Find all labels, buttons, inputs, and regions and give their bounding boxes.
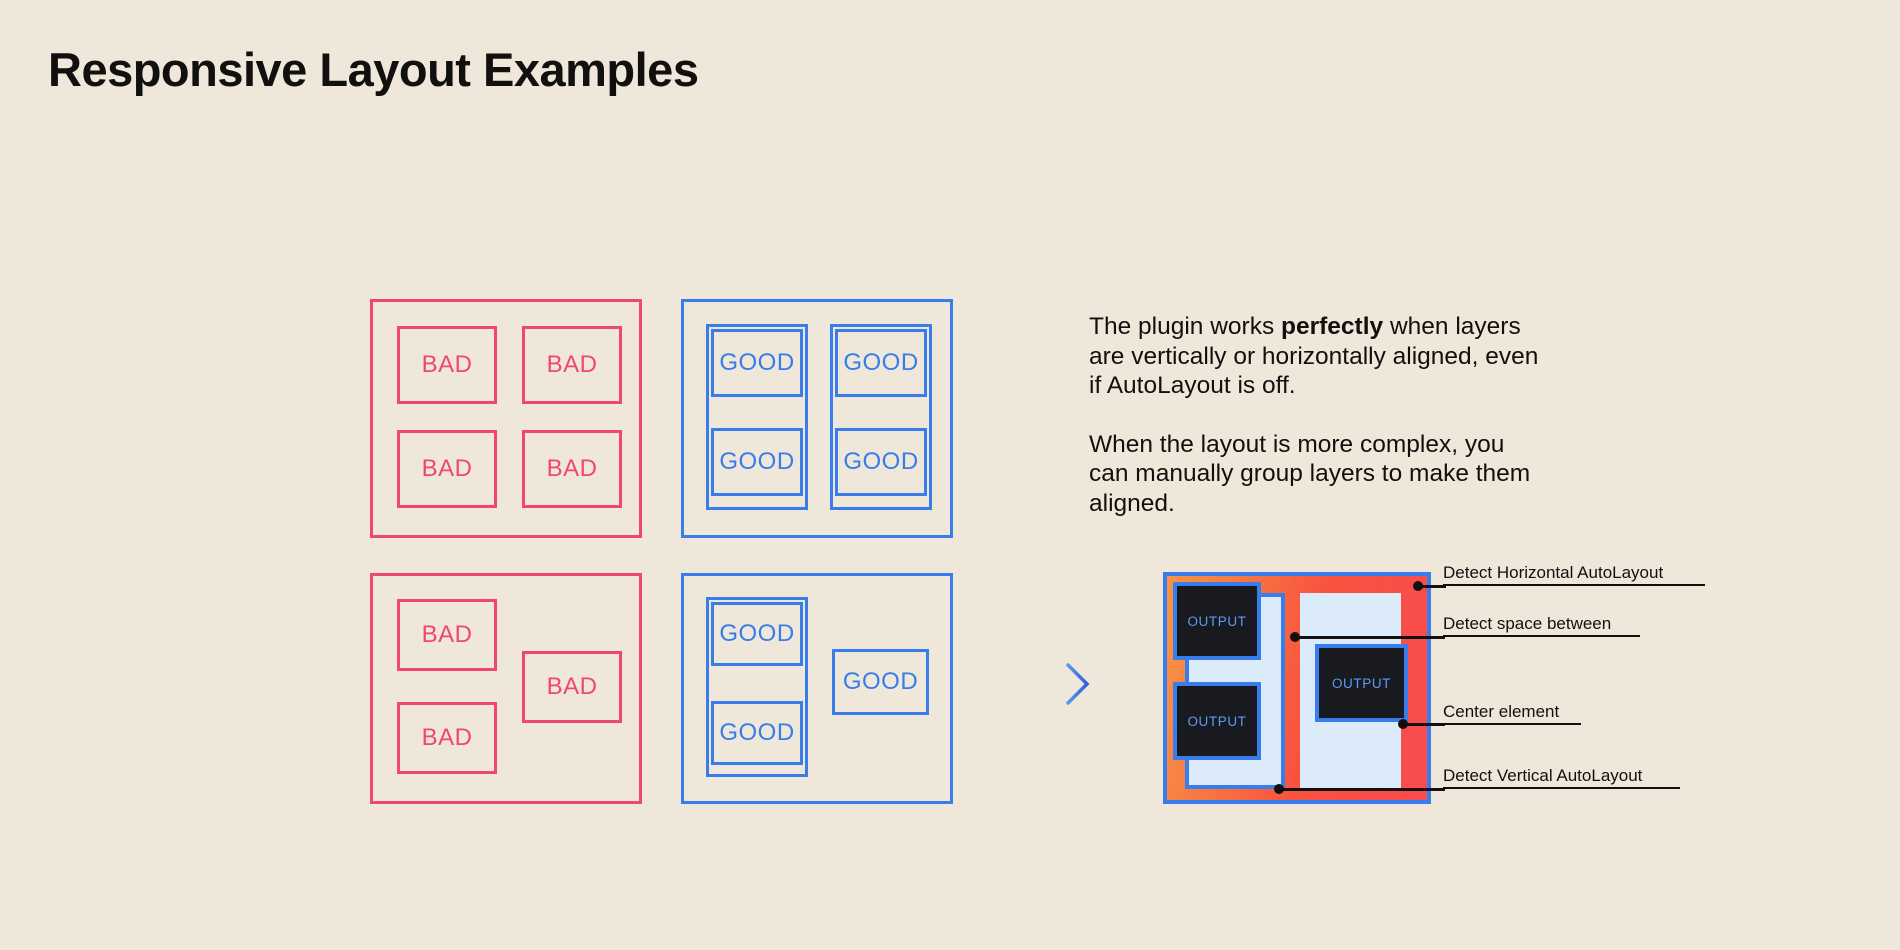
- callout-label: Detect Horizontal AutoLayout: [1443, 563, 1664, 582]
- callout-label: Center element: [1443, 702, 1560, 721]
- output-box: OUTPUT: [1315, 644, 1408, 722]
- example-cell: BAD: [397, 702, 497, 774]
- output-label: OUTPUT: [1187, 713, 1247, 729]
- example-panel-good-grid: GOOD GOOD GOOD GOOD: [681, 299, 953, 538]
- example-cell: GOOD: [711, 701, 803, 765]
- example-cell: BAD: [522, 326, 622, 404]
- cell-label: BAD: [546, 673, 598, 700]
- output-label: OUTPUT: [1187, 613, 1247, 629]
- cell-label: BAD: [546, 351, 598, 378]
- example-panel-good-complex: GOOD GOOD GOOD: [681, 573, 953, 804]
- cell-label: GOOD: [719, 719, 795, 746]
- example-cell: GOOD: [835, 329, 927, 397]
- example-cell: GOOD: [832, 649, 929, 715]
- callout-detect-horizontal-autolayout: Detect Horizontal AutoLayout: [1443, 552, 1705, 586]
- copy-text: when layers are vertically or horizontal…: [1089, 313, 1539, 399]
- output-box: OUTPUT: [1173, 682, 1261, 760]
- callout-leader-line: [1295, 636, 1445, 639]
- cell-label: BAD: [421, 724, 473, 751]
- example-cell: BAD: [397, 326, 497, 404]
- example-panel-bad-grid: BAD BAD BAD BAD: [370, 299, 642, 538]
- callout-detect-space-between: Detect space between: [1443, 603, 1640, 637]
- callout-underline: [1443, 722, 1581, 725]
- description-copy: The plugin works perfectly when layers a…: [1089, 312, 1549, 518]
- callout-underline: [1443, 786, 1680, 789]
- example-cell: GOOD: [835, 428, 927, 496]
- dashed-right-arrow-icon: [1014, 662, 1090, 706]
- cell-label: BAD: [421, 621, 473, 648]
- copy-paragraph-1: The plugin works perfectly when layers a…: [1089, 312, 1549, 401]
- cell-label: GOOD: [719, 448, 795, 475]
- callout-label: Detect space between: [1443, 614, 1612, 633]
- callout-detect-vertical-autolayout: Detect Vertical AutoLayout: [1443, 755, 1680, 789]
- example-cell: GOOD: [711, 602, 803, 666]
- page-title: Responsive Layout Examples: [48, 43, 699, 96]
- callout-underline: [1443, 634, 1640, 637]
- callout-label: Detect Vertical AutoLayout: [1443, 766, 1643, 785]
- cell-label: BAD: [421, 455, 473, 482]
- output-label: OUTPUT: [1331, 675, 1392, 691]
- output-box: OUTPUT: [1173, 582, 1261, 660]
- example-cell: BAD: [397, 599, 497, 671]
- callout-leader-line: [1418, 585, 1446, 588]
- example-cell: BAD: [397, 430, 497, 508]
- cell-label: GOOD: [843, 349, 919, 376]
- example-panel-bad-complex: BAD BAD BAD: [370, 573, 642, 804]
- cell-label: GOOD: [842, 668, 919, 695]
- layer-group-outline: [706, 324, 808, 510]
- copy-text: The plugin works: [1089, 313, 1282, 340]
- example-cell: BAD: [522, 430, 622, 508]
- example-cell: GOOD: [711, 329, 803, 397]
- cell-label: GOOD: [719, 620, 795, 647]
- callout-leader-line: [1403, 723, 1445, 726]
- layer-group-outline: [706, 597, 808, 777]
- cell-label: BAD: [421, 351, 473, 378]
- example-cell: GOOD: [711, 428, 803, 496]
- copy-paragraph-2: When the layout is more complex, you can…: [1089, 430, 1531, 517]
- cell-label: GOOD: [719, 349, 795, 376]
- callout-leader-line: [1279, 788, 1445, 791]
- callout-center-element: Center element: [1443, 691, 1581, 725]
- cell-label: GOOD: [843, 448, 919, 475]
- plugin-output-mockup: OUTPUT OUTPUT OUTPUT: [1163, 572, 1431, 804]
- example-cell: BAD: [522, 651, 622, 723]
- cell-label: BAD: [546, 455, 598, 482]
- copy-emphasis: perfectly: [1281, 313, 1384, 340]
- layer-group-outline: [830, 324, 932, 510]
- callout-underline: [1443, 583, 1705, 586]
